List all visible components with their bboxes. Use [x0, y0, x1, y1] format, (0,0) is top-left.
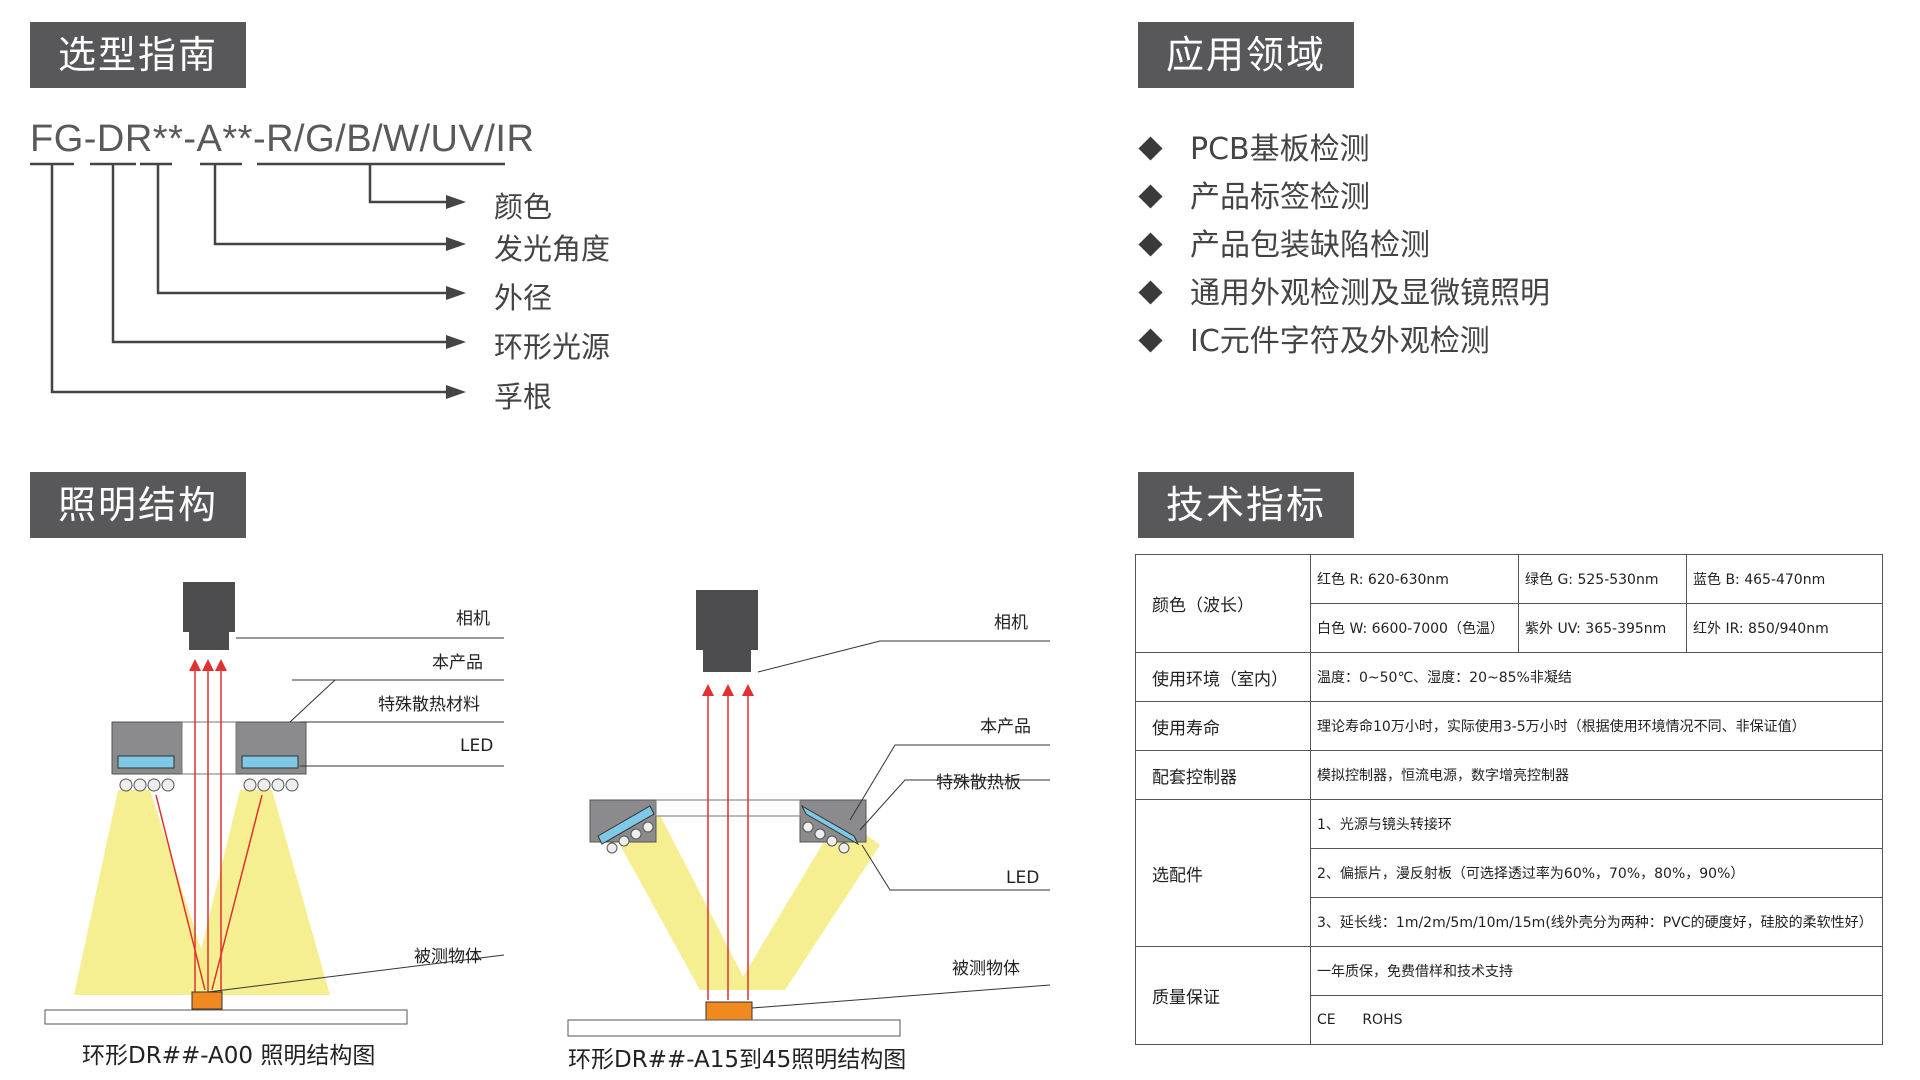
code-label-ring-light: 环形光源 — [494, 330, 611, 364]
row-label-controller: 配套控制器 — [1135, 750, 1311, 800]
spec-cell: 紫外 UV: 365-395nm — [1518, 603, 1687, 653]
selection-guide-header: 选型指南 — [30, 22, 247, 88]
spec-cell: 3、延长线：1m/2m/5m/10m/15m(线外壳分为两种：PVC的硬度好，硅… — [1310, 897, 1883, 947]
applications-header: 应用领域 — [1138, 22, 1355, 88]
lighting-structure-diagrams — [44, 582, 1051, 1037]
spec-cell: 模拟控制器，恒流电源，数字增亮控制器 — [1310, 750, 1883, 800]
label-led: LED — [460, 736, 494, 756]
diamond-bullet-icon — [1138, 136, 1163, 161]
label-object: 被测物体 — [952, 959, 1020, 979]
table-row: 质量保证 一年质保，免费借样和技术支持 — [1135, 946, 1883, 1045]
camera-icon — [183, 582, 235, 632]
label-product: 本产品 — [980, 717, 1031, 737]
application-item: PCB基板检测 — [1138, 126, 1550, 174]
row-label-env: 使用环境（室内） — [1135, 652, 1311, 702]
label-heat-plate: 特殊散热板 — [936, 773, 1021, 793]
table-row: 白色 W: 6600-7000（色温） 紫外 UV: 365-395nm 红外 … — [1136, 603, 1883, 653]
spec-cell: 绿色 G: 525-530nm — [1518, 554, 1687, 604]
spec-cell: 白色 W: 6600-7000（色温） — [1310, 603, 1519, 653]
table-row: CE ROHS — [1136, 995, 1883, 1045]
light-beam-right — [190, 790, 330, 995]
applications-list: PCB基板检测 产品标签检测 产品包装缺陷检测 通用外观检测及显微镜照明 IC元… — [1138, 126, 1550, 366]
row-label-life: 使用寿命 — [1135, 701, 1311, 751]
camera-icon — [696, 590, 758, 650]
application-item: 通用外观检测及显微镜照明 — [1138, 270, 1550, 318]
led-strip-icon — [800, 804, 860, 846]
label-product: 本产品 — [432, 653, 483, 673]
tech-specs-header: 技术指标 — [1138, 472, 1355, 538]
caption-a15-45: 环形DR##-A15到45照明结构图 — [568, 1047, 907, 1073]
spec-cell: 温度：0~50℃、湿度：20~85%非凝结 — [1310, 652, 1883, 702]
led-strip-icon — [597, 805, 655, 845]
spec-cell: 一年质保，免费借样和技术支持 — [1310, 946, 1883, 996]
label-camera: 相机 — [456, 609, 490, 629]
led-strip-icon — [117, 755, 175, 769]
spec-cell: CE ROHS — [1310, 995, 1883, 1045]
tech-specs-table: 颜色（波长） 红色 R: 620-630nm 绿色 G: 525-530nm 蓝… — [1135, 554, 1883, 1045]
diamond-bullet-icon — [1138, 232, 1163, 257]
test-object-icon — [705, 1001, 753, 1021]
spec-cell: 理论寿命10万小时，实际使用3-5万小时（根据使用环境情况不同、非保证值） — [1310, 701, 1883, 751]
model-code-connectors — [30, 162, 505, 399]
light-beam-left — [74, 790, 216, 995]
test-object-icon — [191, 991, 223, 1010]
table-row: 使用环境（室内） 温度：0~50℃、湿度：20~85%非凝结 — [1135, 652, 1883, 702]
row-label-options: 选配件 — [1135, 799, 1311, 947]
table-row: 配套控制器 模拟控制器，恒流电源，数字增亮控制器 — [1135, 750, 1883, 800]
code-label-angle: 发光角度 — [494, 232, 611, 266]
table-row: 2、偏振片，漫反射板（可选择透过率为60%，70%，80%，90%） — [1136, 848, 1883, 898]
spec-cell: 蓝色 B: 465-470nm — [1686, 554, 1883, 604]
code-label-brand: 孚根 — [494, 380, 553, 414]
diagram-a00 — [44, 582, 505, 1025]
lighting-structure-header: 照明结构 — [30, 472, 247, 538]
spec-cell: 红外 IR: 850/940nm — [1686, 603, 1883, 653]
label-object: 被测物体 — [414, 947, 482, 967]
code-label-diameter: 外径 — [494, 281, 553, 315]
row-label-quality: 质量保证 — [1135, 946, 1311, 1045]
light-beam-left — [620, 815, 750, 990]
table-row: 颜色（波长） 红色 R: 620-630nm 绿色 G: 525-530nm 蓝… — [1135, 554, 1883, 653]
led-strip-icon — [241, 755, 299, 769]
model-code: FG-DR**-A**-R/G/B/W/UV/IR — [30, 118, 535, 160]
table-row: 使用寿命 理论寿命10万小时，实际使用3-5万小时（根据使用环境情况不同、非保证… — [1135, 701, 1883, 751]
code-label-color: 颜色 — [494, 190, 553, 224]
diagram-a15-45 — [567, 590, 1051, 1037]
table-row: 3、延长线：1m/2m/5m/10m/15m(线外壳分为两种：PVC的硬度好，硅… — [1136, 897, 1883, 947]
application-item: 产品标签检测 — [1138, 174, 1550, 222]
spec-cell: 红色 R: 620-630nm — [1310, 554, 1519, 604]
row-label-color: 颜色（波长） — [1135, 554, 1311, 653]
application-item: IC元件字符及外观检测 — [1138, 318, 1550, 366]
diamond-bullet-icon — [1138, 280, 1163, 305]
label-heat-material: 特殊散热材料 — [378, 695, 480, 715]
light-beam-right — [735, 815, 880, 990]
spec-cell: 2、偏振片，漫反射板（可选择透过率为60%，70%，80%，90%） — [1310, 848, 1883, 898]
table-row: 选配件 1、光源与镜头转接环 — [1135, 799, 1883, 947]
spec-cell: 1、光源与镜头转接环 — [1310, 799, 1883, 849]
diamond-bullet-icon — [1138, 328, 1163, 353]
label-camera: 相机 — [994, 613, 1028, 633]
caption-a00: 环形DR##-A00 照明结构图 — [82, 1043, 376, 1069]
label-led: LED — [1006, 868, 1040, 888]
application-item: 产品包装缺陷检测 — [1138, 222, 1550, 270]
diamond-bullet-icon — [1138, 184, 1163, 209]
